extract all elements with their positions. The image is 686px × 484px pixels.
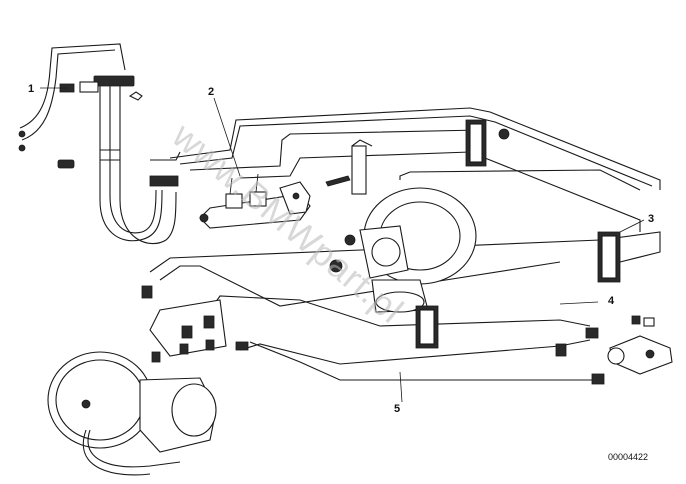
- vacuum-servo: [47, 285, 249, 476]
- brake-booster: [329, 187, 477, 313]
- pressure-regulator: [555, 315, 673, 385]
- callout-label-5: 5: [394, 403, 400, 415]
- diagram-reference: 00004422: [608, 452, 648, 462]
- bracket-and-bolt: [325, 139, 373, 195]
- master-cylinder: [199, 173, 311, 229]
- pipe-clips: [415, 119, 621, 349]
- callout-label-1: 1: [28, 83, 34, 95]
- brake-hose-assembly: [18, 43, 181, 245]
- callout-label-3: 3: [648, 213, 654, 225]
- callout-leaders: [40, 87, 645, 403]
- callout-label-2: 2: [208, 86, 214, 98]
- callout-label-4: 4: [608, 295, 615, 307]
